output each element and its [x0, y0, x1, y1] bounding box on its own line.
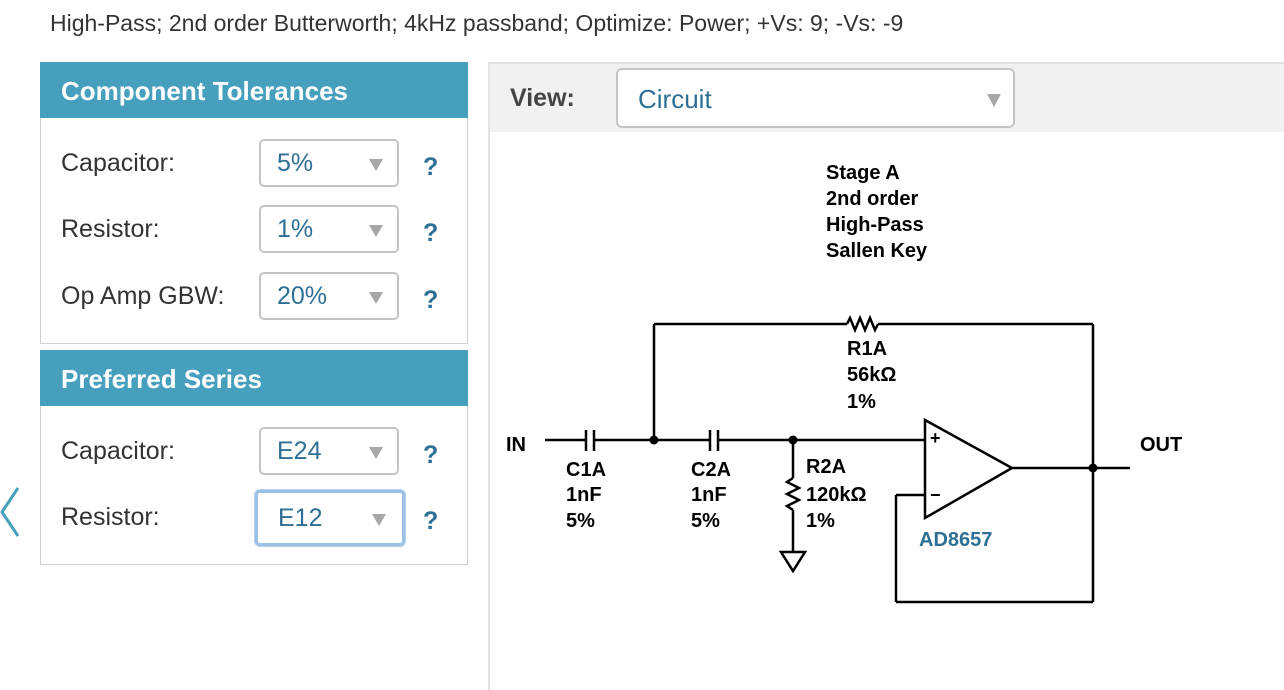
stage-title-line3: High-Pass — [826, 214, 924, 236]
resistor-series-label: Resistor: — [61, 503, 160, 531]
opamp-part-link[interactable]: AD8657 — [919, 529, 992, 551]
capacitor-tolerance-select[interactable]: 5% — [259, 139, 399, 187]
capacitor-tolerance-label: Capacitor: — [61, 149, 175, 177]
resistor-tolerance-value: 1% — [277, 215, 314, 243]
capacitor-series-label: Capacitor: — [61, 437, 175, 465]
c2-name: C2A — [691, 459, 731, 481]
opamp-minus-sign: − — [930, 485, 941, 505]
capacitor-series-help[interactable]: ? — [423, 441, 439, 469]
panel-divider — [488, 62, 490, 690]
r1-name: R1A — [847, 338, 887, 360]
tolerance-row-resistor: Resistor: 1% ? — [41, 205, 467, 255]
stage-title-line4: Sallen Key — [826, 240, 928, 262]
c1-name: C1A — [566, 459, 606, 481]
capacitor-tolerance-help[interactable]: ? — [423, 153, 439, 181]
back-chevron-icon[interactable] — [0, 484, 22, 545]
resistor-tolerance-select[interactable]: 1% — [259, 205, 399, 253]
resistor-series-select[interactable]: E12 — [255, 490, 405, 546]
preferred-series-panel: Preferred Series Capacitor: E24 ? Resist… — [40, 350, 468, 565]
opamp-gbw-tolerance-help[interactable]: ? — [423, 286, 439, 314]
c1-value: 1nF — [566, 484, 602, 506]
dropdown-arrow-icon — [369, 292, 383, 304]
resistor-series-help[interactable]: ? — [423, 507, 439, 535]
preferred-series-body: Capacitor: E24 ? Resistor: E12 ? — [40, 406, 468, 565]
output-label: OUT — [1140, 434, 1182, 456]
r1-tolerance: 1% — [847, 391, 876, 413]
r2-name: R2A — [806, 456, 846, 478]
input-label: IN — [506, 434, 526, 456]
component-tolerances-panel: Component Tolerances Capacitor: 5% ? Res… — [40, 62, 468, 344]
opamp-plus-sign: + — [930, 428, 941, 448]
c2-value: 1nF — [691, 484, 727, 506]
view-select[interactable]: Circuit — [616, 68, 1015, 128]
r2-value: 120kΩ — [806, 484, 867, 506]
capacitor-series-value: E24 — [277, 437, 322, 465]
resistor-tolerance-label: Resistor: — [61, 215, 160, 243]
view-bar: View: Circuit — [490, 62, 1284, 132]
resistor-tolerance-help[interactable]: ? — [423, 219, 439, 247]
preferred-series-title: Preferred Series — [40, 350, 468, 406]
dropdown-arrow-icon — [987, 94, 1001, 107]
stage-title-line2: 2nd order — [826, 188, 918, 210]
view-select-value: Circuit — [638, 84, 712, 114]
component-tolerances-body: Capacitor: 5% ? Resistor: 1% ? Op Amp GB… — [40, 118, 468, 344]
capacitor-tolerance-value: 5% — [277, 149, 314, 177]
stage-title-line1: Stage A — [826, 162, 900, 184]
view-label: View: — [510, 84, 575, 112]
c2-tolerance: 5% — [691, 510, 720, 532]
opamp-gbw-tolerance-select[interactable]: 20% — [259, 272, 399, 320]
r1-value: 56kΩ — [847, 364, 896, 386]
capacitor-series-select[interactable]: E24 — [259, 427, 399, 475]
tolerance-row-opamp-gbw: Op Amp GBW: 20% ? — [41, 272, 467, 322]
opamp-gbw-tolerance-label: Op Amp GBW: — [61, 282, 225, 310]
opamp-gbw-tolerance-value: 20% — [277, 282, 328, 310]
dropdown-arrow-icon — [369, 159, 383, 171]
series-row-capacitor: Capacitor: E24 ? — [41, 427, 467, 477]
dropdown-arrow-icon — [369, 447, 383, 459]
dropdown-arrow-icon — [372, 514, 386, 526]
component-tolerances-title: Component Tolerances — [40, 62, 468, 118]
c1-tolerance: 5% — [566, 510, 595, 532]
tolerance-row-capacitor: Capacitor: 5% ? — [41, 139, 467, 189]
resistor-series-value: E12 — [278, 504, 323, 532]
filter-summary: High-Pass; 2nd order Butterworth; 4kHz p… — [50, 10, 904, 36]
dropdown-arrow-icon — [369, 225, 383, 237]
series-row-resistor: Resistor: E12 ? — [41, 490, 467, 546]
r2-tolerance: 1% — [806, 510, 835, 532]
